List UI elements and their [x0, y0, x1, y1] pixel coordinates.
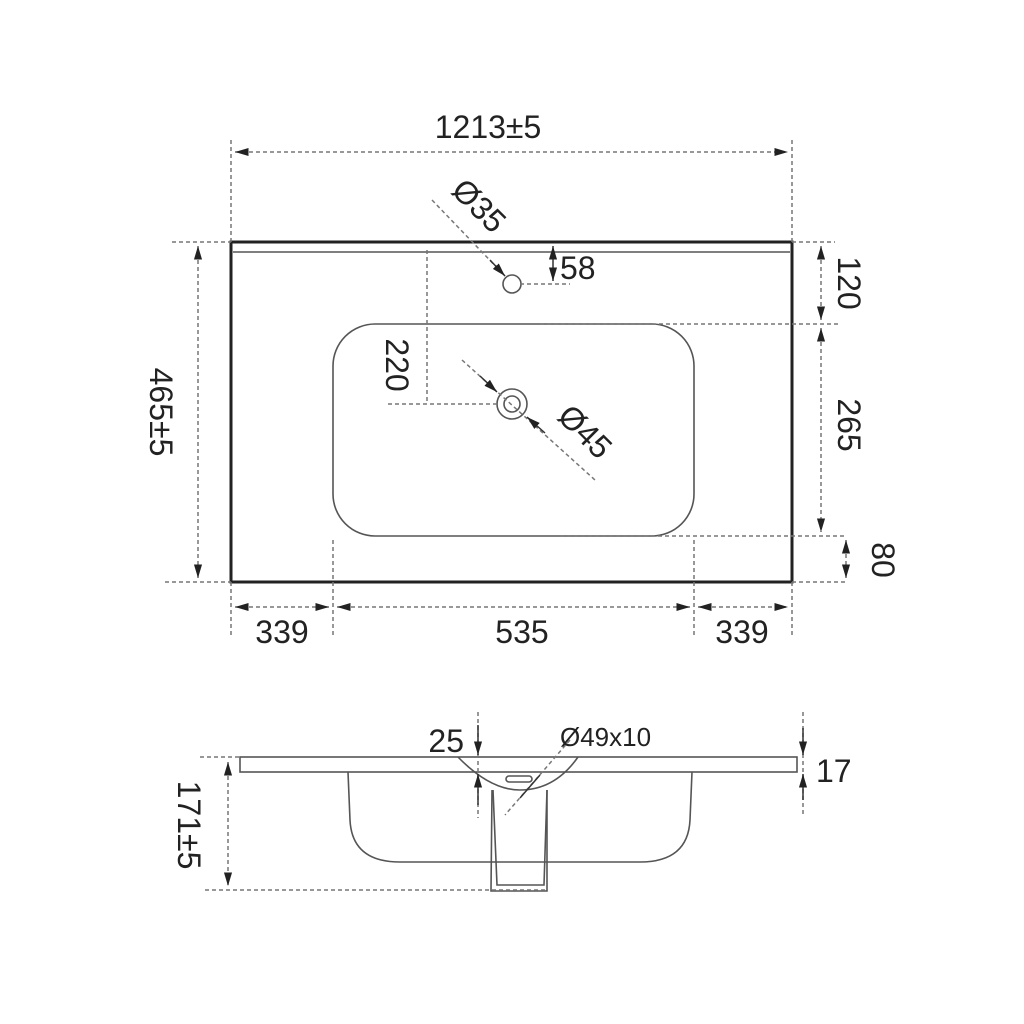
countertop-outline [229, 240, 794, 584]
basin-depth-label: 265 [831, 398, 867, 451]
overflow-label: Ø49x10 [560, 722, 651, 752]
drain-pipe [492, 789, 548, 886]
bowl-depth-label: 25 [428, 723, 464, 759]
drain-diameter-label: Ø45 [551, 397, 619, 465]
drain-outer [496, 388, 528, 420]
basin-profile [347, 771, 693, 863]
slab-outline [239, 756, 798, 773]
drain-offset-label: 220 [379, 338, 415, 391]
tap-hole [502, 274, 522, 294]
bowl-profile [457, 756, 579, 791]
overflow-slot [505, 775, 533, 783]
side-view: 25 Ø49x10 17 171±5 [171, 712, 852, 892]
total-height-label: 171±5 [171, 781, 207, 870]
top-view: 1213±5 465±5 120 265 80 58 220 Ø35 Ø4 [143, 109, 901, 650]
basin-outline [332, 323, 695, 537]
left-margin-label: 339 [255, 614, 308, 650]
drain-inner [503, 395, 521, 413]
slab-thickness-label: 17 [816, 753, 852, 789]
tap-offset-label: 58 [560, 250, 596, 286]
basin-width-label: 535 [495, 614, 548, 650]
overall-depth-label: 465±5 [143, 368, 179, 457]
overall-width-label: 1213±5 [435, 109, 542, 145]
back-margin-label: 120 [831, 256, 867, 309]
right-margin-label: 339 [715, 614, 768, 650]
front-margin-label: 80 [865, 542, 901, 578]
tap-hole-diameter-label: Ø35 [445, 171, 513, 239]
